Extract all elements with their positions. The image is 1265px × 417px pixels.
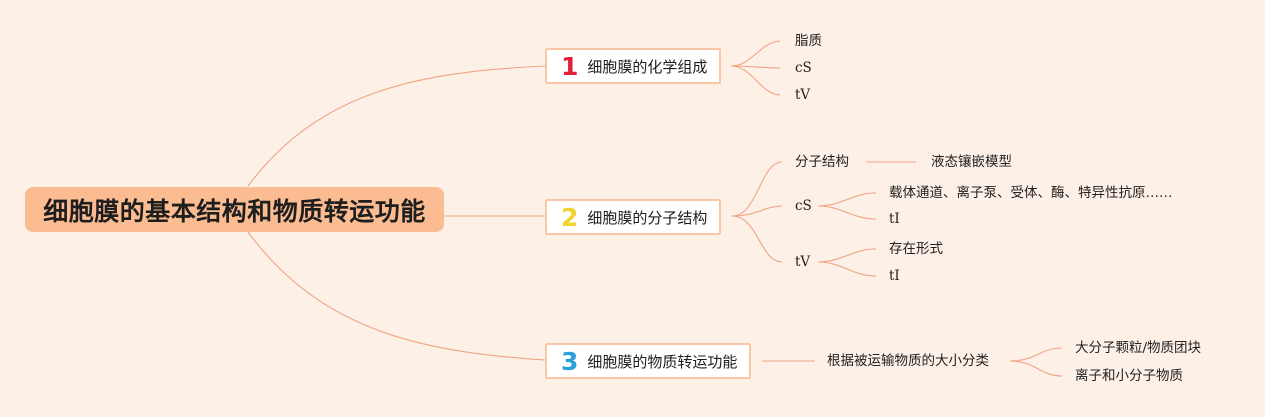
b3-sub-1[interactable]: 根据被运输物质的大小分类	[827, 353, 989, 369]
branch-1-label: 细胞膜的化学组成	[587, 57, 708, 76]
link-b1-leaf3	[730, 65, 781, 96]
branch-3-number: 3	[561, 346, 579, 376]
branch-2-node[interactable]: 2 细胞膜的分子结构	[545, 199, 722, 235]
branch-3-label: 细胞膜的物质转运功能	[587, 352, 738, 371]
link-b2s2-leaf2	[817, 205, 877, 220]
b2-sub-1[interactable]: 分子结构	[795, 154, 849, 170]
link-b2-sub3	[731, 215, 783, 263]
link-b2s2-leaf1	[817, 192, 877, 207]
link-b2s3-leaf2	[817, 261, 877, 277]
b2-sub-3-leaf-1[interactable]: 存在形式	[889, 241, 943, 257]
branch-1-node[interactable]: 1 细胞膜的化学组成	[545, 48, 722, 84]
link-b3s1-leaf1	[1009, 347, 1063, 362]
branch-3-node[interactable]: 3 细胞膜的物质转运功能	[545, 343, 752, 379]
b2-sub-2-leaf-1[interactable]: 载体通道、离子泵、受体、酶、特异性抗原……	[889, 185, 1173, 201]
b3-sub-1-leaf-2[interactable]: 离子和小分子物质	[1075, 368, 1183, 384]
b2-sub-1-leaf-1[interactable]: 液态镶嵌模型	[931, 154, 1012, 170]
branch-2-label: 细胞膜的分子结构	[587, 208, 708, 227]
link-b2-sub2	[731, 205, 783, 217]
link-b2s3-leaf1	[817, 248, 877, 263]
b1-leaf-2[interactable]: cS	[795, 60, 812, 76]
link-b2-sub1	[731, 161, 783, 217]
link-b1-leaf1	[730, 40, 781, 67]
b1-leaf-3[interactable]: tV	[795, 87, 811, 103]
b2-sub-3[interactable]: tV	[795, 254, 811, 270]
b2-sub-2[interactable]: cS	[795, 198, 812, 214]
branch-2-number: 2	[561, 202, 579, 232]
b3-sub-1-leaf-1[interactable]: 大分子颗粒/物质团块	[1075, 340, 1202, 356]
link-root-branch3	[247, 231, 546, 361]
b2-sub-3-leaf-2[interactable]: tI	[889, 268, 900, 284]
link-root-branch1	[247, 65, 546, 187]
root-node[interactable]: 细胞膜的基本结构和物质转运功能	[25, 187, 444, 232]
branch-1-number: 1	[561, 51, 579, 81]
link-b3s1-leaf2	[1009, 360, 1063, 377]
b2-sub-2-leaf-2[interactable]: tI	[889, 211, 900, 227]
b1-leaf-1[interactable]: 脂质	[795, 33, 822, 49]
